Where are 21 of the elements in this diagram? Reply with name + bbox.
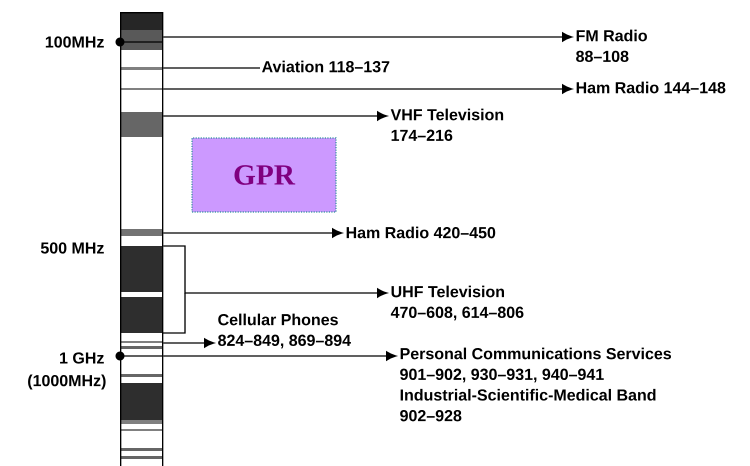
gpr-box: GPR xyxy=(191,137,337,213)
band-label: Aviation 118–137 xyxy=(262,60,390,72)
frequency-label: (1000MHz) xyxy=(28,374,106,390)
band-label: Ham Radio 420–450 xyxy=(346,226,496,238)
arrow xyxy=(163,111,388,121)
band-label: UHF Television 470–608, 614–806 xyxy=(390,286,524,320)
frequency-label: 100MHz xyxy=(46,36,104,48)
spectrum-bar xyxy=(120,12,164,466)
arrow xyxy=(163,32,572,42)
band-label: Ham Radio 144–148 xyxy=(576,82,726,94)
arrow xyxy=(163,245,388,298)
band-label: Personal Communications Services 901–902, 930–931, 940–941 Industrial-Scientific-Medical Band 902–928 xyxy=(400,348,672,422)
arrow xyxy=(163,84,572,94)
arrow xyxy=(163,338,214,348)
frequency-label: 1 GHz xyxy=(60,352,104,364)
band-label: FM Radio 88–108 xyxy=(576,30,647,62)
frequency-label: 500 MHz xyxy=(40,242,104,254)
arrow xyxy=(163,351,396,361)
band-label: VHF Television 174–216 xyxy=(390,108,504,141)
band-label: Cellular Phones 824–849, 869–894 xyxy=(218,314,351,348)
arrow xyxy=(163,228,342,238)
